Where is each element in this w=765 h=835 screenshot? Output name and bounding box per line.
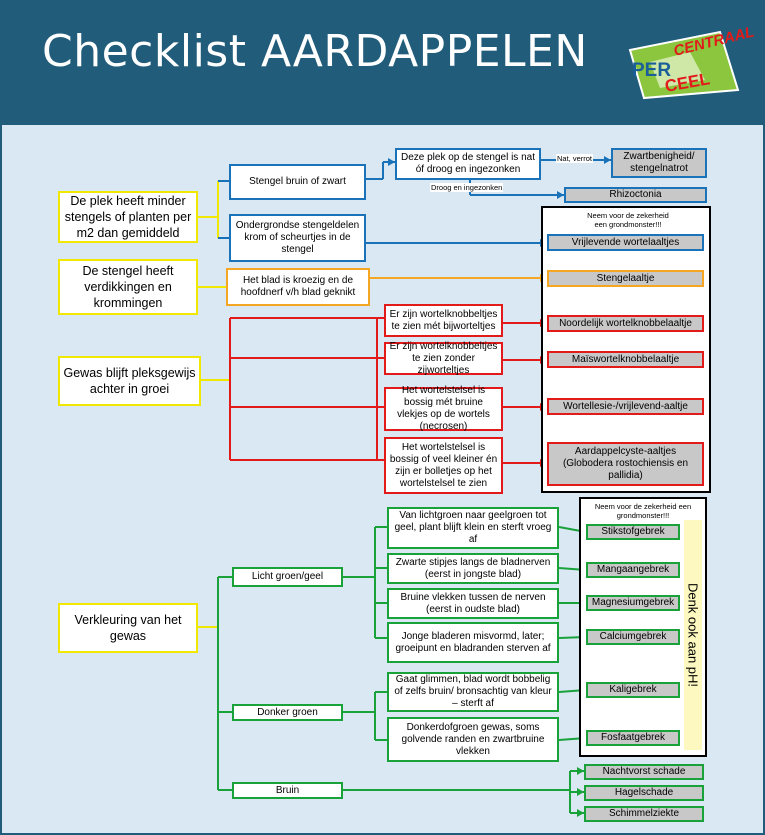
result-hagelschade: Hagelschade: [584, 785, 704, 801]
result-kaligebrek: Kaligebrek: [586, 682, 680, 698]
color-dark-green: Donker groen: [232, 704, 343, 721]
root-option-1: Er zijn wortelknobbeltjes te zien mét bi…: [384, 304, 503, 337]
dark-option-1: Gaat glimmen, blad wordt bobbelig of zel…: [387, 672, 559, 712]
color-light-green: Licht groen/geel: [232, 567, 343, 587]
symptom-fewer-stems: De plek heeft minder stengels of planten…: [58, 191, 198, 243]
root-option-4: Het wortelstelsel is bossig of veel klei…: [384, 437, 503, 494]
dark-option-2: Donkerdofgroen gewas, soms golvende rand…: [387, 717, 559, 762]
ph-note-strip: [684, 520, 702, 750]
symptom-growth-behind: Gewas blijft pleksgewijs achter in groei: [58, 356, 201, 406]
symptom-discoloration: Verkleuring van het gewas: [58, 603, 198, 653]
result-noordelijk-wortelknobbelaaltje: Noordelijk wortelknobbelaaltje: [547, 315, 704, 332]
result-stikstofgebrek: Stikstofgebrek: [586, 524, 680, 540]
result-fosfaatgebrek: Fosfaatgebrek: [586, 730, 680, 746]
underground-stem-box: Ondergrondse stengeldelen krom of scheur…: [229, 214, 366, 262]
stem-dark-box: Stengel bruin of zwart: [229, 164, 366, 200]
result-zwartbenigheid: Zwartbenigheid/ stengelnatrot: [611, 148, 707, 178]
header-banner: Checklist AARDAPPELEN PER CENTRAAL CEEL: [0, 0, 765, 125]
logo-per-text: PER: [632, 60, 671, 81]
page-title: Checklist AARDAPPELEN: [42, 26, 588, 77]
light-option-1: Van lichtgroen naar geelgroen tot geel, …: [387, 507, 559, 549]
color-brown: Bruin: [232, 782, 343, 799]
deficiency-soil-note: Neem voor de zekerheid een grondmonster!…: [594, 502, 692, 520]
result-calciumgebrek: Calciumgebrek: [586, 629, 680, 645]
result-maiswortelknobbelaaltje: Maïswortelknobbelaaltje: [547, 351, 704, 368]
result-mangaangebrek: Mangaangebrek: [586, 562, 680, 578]
result-vrijlevende-wortelaaltjes: Vrijlevende wortelaaltjes: [547, 234, 704, 251]
edge-label-wet: Nat, verrot: [556, 154, 594, 163]
root-option-3: Het wortelstelsel is bossig mét bruine v…: [384, 385, 503, 432]
symptom-stem-thickening: De stengel heeft verdikkingen en krommin…: [58, 259, 198, 315]
ph-note-text: Denk ook aan pH!: [685, 582, 701, 688]
result-wortellesie: Wortellesie-/vrijlevend-aaltje: [547, 398, 704, 415]
root-option-2: Er zijn wortelknobbeltjes te zien zonder…: [384, 341, 503, 376]
result-schimmelziekte: Schimmelziekte: [584, 806, 704, 822]
result-rhizoctonia: Rhizoctonia: [564, 187, 707, 203]
result-magnesiumgebrek: Magnesiumgebrek: [586, 595, 680, 611]
result-nachtvorst-schade: Nachtvorst schade: [584, 764, 704, 780]
light-option-2: Zwarte stipjes langs de bladnerven (eers…: [387, 553, 559, 584]
curled-leaf-box: Het blad is kroezig en de hoofdnerf v/h …: [226, 268, 370, 306]
result-stengelaaltje: Stengelaaltje: [547, 270, 704, 287]
edge-label-dry: Droog en ingezonken: [430, 183, 504, 192]
spot-question-box: Deze plek op de stengel is nat óf droog …: [395, 148, 541, 180]
result-aardappelcyste-aaltjes: Aardappelcyste-aaltjes (Globodera rostoc…: [547, 442, 704, 486]
light-option-3: Bruine vlekken tussen de nerven (eerst i…: [387, 588, 559, 619]
nematode-soil-note: Neem voor de zekerheid een grondmonster!…: [587, 211, 669, 229]
light-option-4: Jonge bladeren misvormd, later; groeipun…: [387, 622, 559, 663]
perceel-centraal-logo: PER CENTRAAL CEEL: [628, 23, 756, 100]
